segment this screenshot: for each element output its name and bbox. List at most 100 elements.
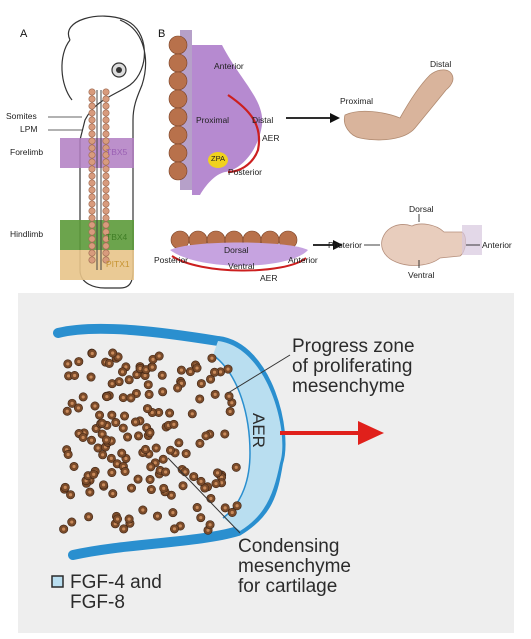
panel-a-letter: A: [20, 28, 28, 40]
cell-nucleus: [151, 357, 155, 361]
panel-b-letter: B: [158, 28, 166, 40]
aer-bottom: [171, 255, 307, 272]
cell-nucleus: [86, 474, 90, 478]
cell-nucleus: [81, 435, 85, 440]
cell-nucleus: [70, 401, 74, 405]
cell-nucleus: [141, 508, 145, 512]
arm-image: [343, 69, 454, 141]
label-forelimb: Forelimb: [10, 147, 44, 157]
cell-nucleus: [73, 373, 77, 378]
somite: [88, 158, 96, 166]
mesenchyme-cells: [59, 348, 242, 535]
label-hand-dorsal: Dorsal: [409, 204, 434, 214]
cell-nucleus: [223, 432, 227, 436]
cell-nucleus: [169, 493, 173, 497]
somite: [102, 207, 110, 215]
somite: [102, 109, 110, 117]
cell-nucleus: [172, 527, 177, 531]
somite: [102, 95, 110, 103]
cell-nucleus: [192, 474, 196, 479]
hand-image: [381, 223, 466, 266]
cell-nucleus: [96, 446, 100, 450]
cell-nucleus: [188, 369, 193, 374]
somite: [88, 186, 96, 194]
somite: [102, 137, 110, 145]
cell-nucleus: [107, 361, 111, 366]
cell-nucleus: [116, 355, 120, 359]
aer-cap: [213, 341, 283, 531]
cell-nucleus: [157, 354, 161, 358]
cell-nucleus: [230, 401, 234, 405]
cell-nucleus: [122, 527, 126, 531]
cell-nucleus: [124, 365, 128, 369]
cell-nucleus: [100, 421, 104, 425]
cell-nucleus: [66, 374, 71, 378]
cell-nucleus: [190, 412, 194, 416]
cell-nucleus: [148, 431, 152, 435]
cell-nucleus: [89, 375, 93, 379]
cell-nucleus: [66, 362, 70, 366]
cell-nucleus: [161, 457, 165, 461]
somite: [88, 249, 96, 257]
cell-nucleus: [223, 506, 227, 510]
somite: [88, 235, 96, 243]
label-posterior-bottom: Posterior: [154, 255, 189, 265]
cell-nucleus: [164, 470, 168, 474]
somite: [102, 186, 110, 194]
somite: [88, 151, 96, 159]
cell-nucleus: [168, 448, 173, 452]
somite: [102, 123, 110, 131]
ectoderm-bead: [168, 125, 188, 145]
legend-label: FGF-4 and FGF-8: [70, 572, 162, 613]
cell-nucleus: [115, 517, 120, 521]
somites: [88, 88, 110, 264]
label-dorsal-bottom: Dorsal: [224, 245, 249, 255]
label-arm-proximal: Proximal: [340, 96, 374, 106]
cell-nucleus: [72, 464, 76, 469]
cell-nucleus: [145, 426, 149, 430]
ectoderm-bead: [168, 71, 188, 91]
somite: [88, 172, 96, 180]
cell-nucleus: [199, 479, 203, 483]
somite: [88, 242, 96, 250]
embryo-head: [61, 39, 73, 101]
cell-nucleus: [209, 496, 213, 501]
condensing-label: Condensing mesenchyme for cartilage: [238, 536, 351, 597]
cell-nucleus: [125, 435, 130, 439]
cell-nucleus: [110, 413, 114, 417]
somite: [88, 88, 96, 96]
somite: [88, 207, 96, 215]
cell-nucleus: [127, 517, 131, 521]
cell-nucleus: [147, 452, 151, 456]
aer-top: [227, 94, 261, 174]
somite: [102, 228, 110, 236]
cell-nucleus: [172, 422, 176, 426]
legend-swatch: [51, 575, 64, 588]
cell-nucleus: [120, 451, 124, 455]
embryo-outline: [67, 15, 147, 289]
somite: [88, 95, 96, 103]
cell-nucleus: [89, 438, 94, 442]
cell-nucleus: [121, 426, 125, 430]
somite: [102, 256, 110, 264]
cell-nucleus: [134, 391, 138, 396]
cell-nucleus: [235, 504, 239, 508]
cell-nucleus: [153, 461, 157, 465]
cell-nucleus: [149, 465, 153, 469]
somite: [102, 235, 110, 243]
cell-nucleus: [227, 394, 231, 398]
cell-nucleus: [181, 484, 185, 488]
cell-nucleus: [110, 470, 114, 475]
somite: [102, 88, 110, 96]
progress-zone-label: Progress zone of proliferating mesenchym…: [292, 336, 415, 397]
cell-nucleus: [234, 465, 238, 469]
cell-nucleus: [70, 520, 74, 524]
cell-nucleus: [88, 490, 92, 494]
ectoderm-bead: [168, 107, 188, 127]
label-anterior-bottom: Anterior: [288, 255, 318, 265]
somite: [102, 242, 110, 250]
somite: [88, 102, 96, 110]
cell-nucleus: [149, 487, 153, 492]
somite: [102, 130, 110, 138]
cell-nucleus: [114, 420, 118, 425]
